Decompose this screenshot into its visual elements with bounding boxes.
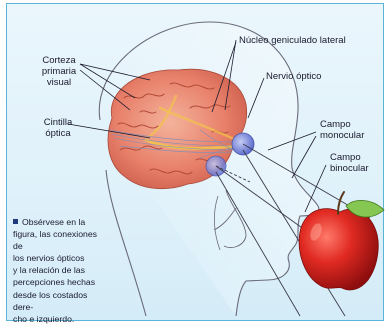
caption-line: desde los costados dere- [13,289,105,313]
label-corteza-line: primaria [34,66,84,77]
caption-line: Obsérvese en la [13,216,105,228]
label-nucleo-geniculado: Núcleo geniculado lateral [239,35,346,46]
caption-line: y la relación de las [13,264,105,276]
figure-caption: Obsérvese en la figura, las conexiones d… [13,216,105,325]
caption-line: cho e izquierdo. [13,313,105,325]
label-campo-binocular-line: Campo [330,152,369,163]
label-cintilla-line: Cintilla [38,117,78,128]
label-corteza-line: Corteza [34,55,84,66]
label-campo-binocular-line: binocular [330,163,369,174]
label-corteza-line: visual [34,77,84,88]
caption-line: los nervios ópticos [13,252,105,264]
label-campo-binocular: Campo binocular [330,152,369,174]
label-corteza-visual: Corteza primaria visual [34,55,84,88]
bullet-icon [13,219,18,224]
label-campo-monocular-line: monocular [320,130,364,141]
label-cintilla-optica: Cintilla óptica [38,117,78,139]
caption-line: figura, las conexiones de [13,228,105,252]
caption-line: percepciones hechas [13,276,105,288]
label-campo-monocular: Campo monocular [320,119,364,141]
label-cintilla-line: óptica [38,128,78,139]
label-campo-monocular-line: Campo [320,119,364,130]
label-nervio-optico: Nervio óptico [266,71,321,82]
